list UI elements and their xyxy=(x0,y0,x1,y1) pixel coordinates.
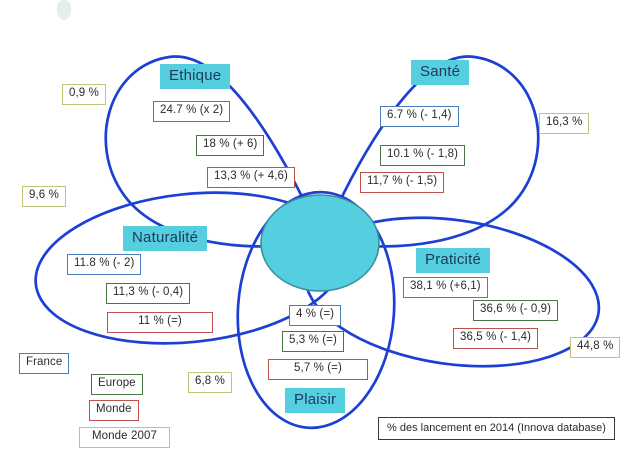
value-ethique-france: 24.7 % (x 2) xyxy=(153,101,231,122)
value-naturalite-france: 11.8 % (- 2) xyxy=(67,254,142,275)
legend-item-monde-2007: Monde 2007 xyxy=(79,427,170,448)
source-caption: % des lancement en 2014 (Innova database… xyxy=(378,417,615,440)
scan-artifact xyxy=(57,0,71,20)
value-naturalite-monde: 11 % (=) xyxy=(107,312,213,333)
value-praticite-france: 38,1 % (+6,1) xyxy=(403,277,488,298)
petal-title-ethique: Ethique xyxy=(160,64,231,89)
legend-item-europe: Europe xyxy=(91,374,143,395)
value-praticite-monde: 36,5 % (- 1,4) xyxy=(453,328,539,349)
value-sante-monde2007: 16,3 % xyxy=(539,113,590,134)
value-sante-europe: 10.1 % (- 1,8) xyxy=(380,145,466,166)
value-ethique-monde2007: 0,9 % xyxy=(62,84,106,105)
center-circle xyxy=(260,194,380,292)
value-sante-france: 6.7 % (- 1,4) xyxy=(380,106,459,127)
value-sante-monde: 11,7 % (- 1,5) xyxy=(360,172,445,193)
value-plaisir-monde: 5,7 % (=) xyxy=(268,359,368,380)
petal-title-praticite: Praticité xyxy=(416,248,490,273)
value-praticite-monde2007: 44,8 % xyxy=(570,337,621,358)
value-naturalite-europe: 11,3 % (- 0,4) xyxy=(106,283,191,304)
petal-title-plaisir: Plaisir xyxy=(285,388,346,413)
value-plaisir-monde2007: 6,8 % xyxy=(188,372,232,393)
petal-title-naturalite: Naturalité xyxy=(123,226,208,251)
value-naturalite-monde2007: 9,6 % xyxy=(22,186,66,207)
value-plaisir-france: 4 % (=) xyxy=(289,305,342,326)
legend-item-monde: Monde xyxy=(89,400,139,421)
value-praticite-europe: 36,6 % (- 0,9) xyxy=(473,300,559,321)
value-ethique-monde: 13,3 % (+ 4,6) xyxy=(207,167,295,188)
value-plaisir-europe: 5,3 % (=) xyxy=(282,331,344,352)
petal-outline-sante xyxy=(320,55,540,248)
value-ethique-europe: 18 % (+ 6) xyxy=(196,135,265,156)
petal-title-sante: Santé xyxy=(411,60,470,85)
petal-outline-plaisir xyxy=(236,190,396,430)
legend-item-france: France xyxy=(19,353,70,374)
